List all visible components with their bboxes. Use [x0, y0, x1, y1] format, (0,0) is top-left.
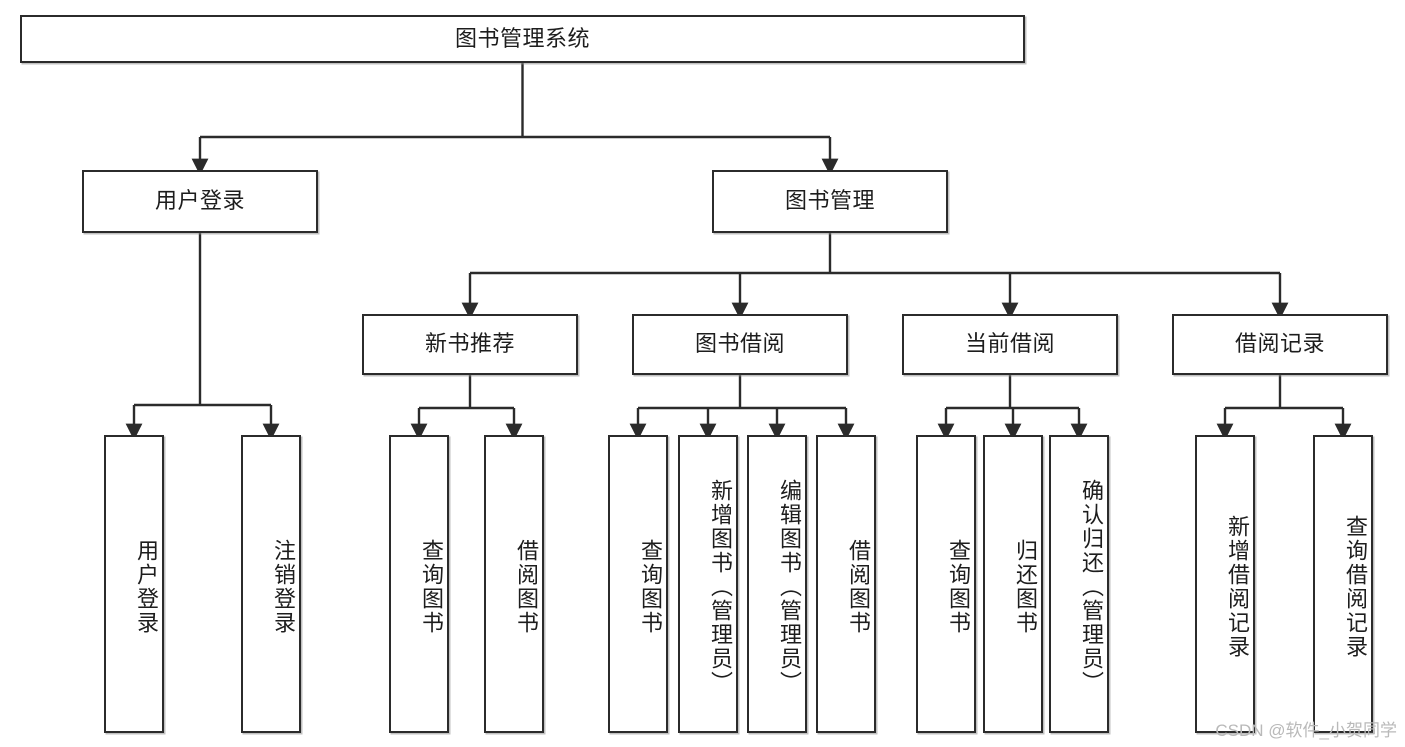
leaf-user-login-label: 用户登录	[134, 539, 159, 635]
leaf-return-book-label: 归还图书	[1013, 539, 1038, 635]
node-new-book-recommend[interactable]: 新书推荐	[362, 314, 578, 375]
leaf-query-borrow-record[interactable]: 查询借阅记录	[1313, 435, 1373, 733]
node-root[interactable]: 图书管理系统	[20, 15, 1025, 63]
node-borrow-record-label: 借阅记录	[1234, 331, 1325, 357]
node-current-borrow-label: 当前借阅	[964, 331, 1055, 357]
leaf-confirm-return-label: 确认归还（管理员）	[1079, 479, 1104, 695]
leaf-borrow-book-2-label: 借阅图书	[846, 539, 871, 635]
leaf-query-book-2[interactable]: 查询图书	[608, 435, 668, 733]
leaf-query-book-1-label: 查询图书	[419, 539, 444, 635]
leaf-logout[interactable]: 注销登录	[241, 435, 301, 733]
node-book-manage-label: 图书管理	[784, 188, 875, 214]
leaf-query-book-1[interactable]: 查询图书	[389, 435, 449, 733]
node-book-borrow[interactable]: 图书借阅	[632, 314, 848, 375]
leaf-add-book-label: 新增图书（管理员）	[708, 479, 733, 695]
leaf-edit-book[interactable]: 编辑图书（管理员）	[747, 435, 807, 733]
node-root-label: 图书管理系统	[454, 25, 590, 51]
leaf-query-book-2-label: 查询图书	[638, 539, 663, 635]
leaf-add-borrow-record[interactable]: 新增借阅记录	[1195, 435, 1255, 733]
node-user-login-label: 用户登录	[154, 188, 245, 214]
leaf-user-login[interactable]: 用户登录	[104, 435, 164, 733]
leaf-query-borrow-record-label: 查询借阅记录	[1343, 515, 1368, 659]
leaf-borrow-book-2[interactable]: 借阅图书	[816, 435, 876, 733]
leaf-add-borrow-record-label: 新增借阅记录	[1225, 515, 1250, 659]
node-current-borrow[interactable]: 当前借阅	[902, 314, 1118, 375]
leaf-add-book[interactable]: 新增图书（管理员）	[678, 435, 738, 733]
node-new-book-recommend-label: 新书推荐	[424, 331, 515, 357]
node-book-manage[interactable]: 图书管理	[712, 170, 948, 233]
leaf-edit-book-label: 编辑图书（管理员）	[777, 479, 802, 695]
leaf-query-book-3-label: 查询图书	[946, 539, 971, 635]
leaf-confirm-return[interactable]: 确认归还（管理员）	[1049, 435, 1109, 733]
watermark: CSDN @软件_小贺同学	[1215, 721, 1397, 740]
leaf-query-book-3[interactable]: 查询图书	[916, 435, 976, 733]
node-borrow-record[interactable]: 借阅记录	[1172, 314, 1388, 375]
node-book-borrow-label: 图书借阅	[694, 331, 785, 357]
leaf-return-book[interactable]: 归还图书	[983, 435, 1043, 733]
node-user-login[interactable]: 用户登录	[82, 170, 318, 233]
leaf-borrow-book-1-label: 借阅图书	[514, 539, 539, 635]
leaf-logout-label: 注销登录	[271, 539, 296, 635]
leaf-borrow-book-1[interactable]: 借阅图书	[484, 435, 544, 733]
